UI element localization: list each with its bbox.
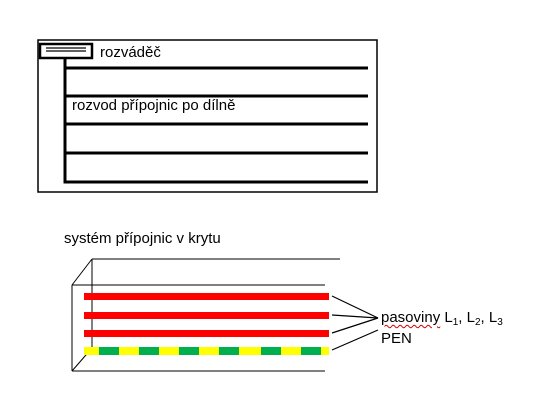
busbar-system-title: systém přípojnic v krytu bbox=[64, 230, 221, 247]
phase-l3: L3 bbox=[488, 309, 503, 328]
phase-l2: L2, bbox=[466, 309, 485, 328]
leader-line-l3 bbox=[331, 317, 379, 334]
busbar-route-label: rozvod přípojnic po dílně bbox=[72, 97, 236, 114]
pen-stripe-2 bbox=[139, 347, 159, 355]
phase-l1: L1, bbox=[444, 309, 463, 328]
pen-bar bbox=[84, 347, 329, 355]
pen-stripe-4 bbox=[219, 347, 239, 355]
phase-bar-l3 bbox=[84, 330, 329, 337]
leader-line-l2 bbox=[331, 314, 379, 319]
leader-line-pen bbox=[331, 329, 379, 351]
pen-stripe-1 bbox=[99, 347, 119, 355]
pen-label: PEN bbox=[381, 330, 412, 347]
pen-stripe-3 bbox=[179, 347, 199, 355]
phase-bar-l2 bbox=[84, 312, 329, 319]
top-frame bbox=[37, 39, 378, 193]
phase-bars-label: pasoviny L1, L2, L3 bbox=[381, 309, 503, 328]
pen-stripe-6 bbox=[301, 347, 321, 355]
leader-line-l1 bbox=[331, 295, 379, 319]
phase-bars-word: pasoviny bbox=[381, 309, 441, 326]
pen-stripe-5 bbox=[261, 347, 281, 355]
phase-bar-l1 bbox=[84, 293, 329, 300]
enclosure-depth-top bbox=[71, 258, 93, 286]
distributor-label: rozváděč bbox=[100, 44, 161, 61]
